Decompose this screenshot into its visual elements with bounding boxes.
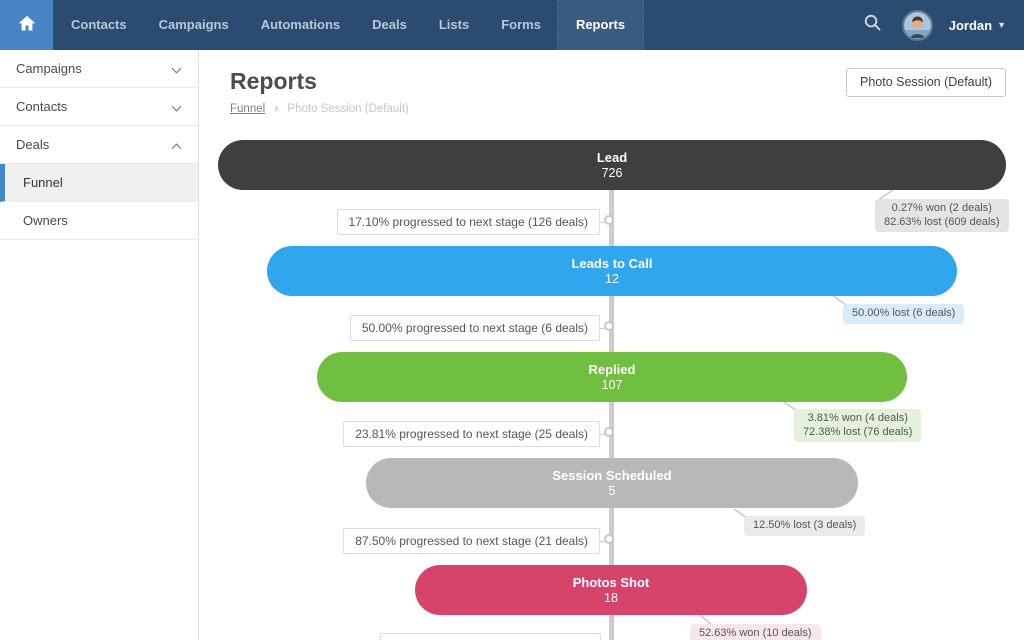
top-navbar: Contacts Campaigns Automations Deals Lis… [0,0,1024,50]
stage-name: Replied [588,362,636,377]
axis-node [604,321,614,331]
won-lost-badge: 52.63% won (10 deals) [690,624,821,640]
badge-line: 50.00% lost (6 deals) [852,307,956,319]
progress-label: 17.10% progressed to next stage (126 dea… [336,209,600,235]
nav-menu: Contacts Campaigns Automations Deals Lis… [55,0,645,50]
nav-item-reports[interactable]: Reports [556,0,645,50]
stage-name: Session Scheduled [552,468,672,483]
page-title: Reports [230,68,317,94]
user-menu[interactable]: Jordan ▼ [949,18,1006,33]
progress-label-partial [380,633,601,640]
won-lost-badge: 50.00% lost (6 deals) [843,304,965,324]
funnel-stage-session-scheduled[interactable]: Session Scheduled 5 [366,458,858,508]
chevron-down-icon [171,101,182,112]
badge-line: 72.38% lost (76 deals) [803,425,913,438]
sidebar-item-contacts[interactable]: Contacts [0,88,198,126]
won-lost-badge: 12.50% lost (3 deals) [744,516,866,536]
reports-sidebar: Campaigns Contacts Deals Funnel Owners [0,50,199,640]
progress-label: 23.81% progressed to next stage (25 deal… [343,421,600,447]
sidebar-item-campaigns[interactable]: Campaigns [0,50,198,88]
stage-count: 726 [601,166,623,180]
axis-node [604,427,614,437]
nav-item-deals[interactable]: Deals [372,17,407,32]
home-button[interactable] [0,0,53,50]
funnel-selector-dropdown[interactable]: Photo Session (Default) [845,68,1006,97]
chevron-down-icon: ▼ [997,20,1006,30]
user-avatar[interactable] [901,9,933,41]
badge-line: 82.63% lost (609 deals) [884,215,1000,228]
search-button[interactable] [860,12,886,38]
nav-item-campaigns[interactable]: Campaigns [158,17,229,32]
search-icon [863,13,882,37]
chevron-down-icon [171,63,182,74]
label-connector [596,541,610,542]
breadcrumb-current: Photo Session (Default) [287,103,409,115]
user-name: Jordan [948,17,993,33]
won-lost-badge: 3.81% won (4 deals) 72.38% lost (76 deal… [794,409,922,442]
label-connector [596,222,610,223]
funnel-stage-photos-shot[interactable]: Photos Shot 18 [415,565,807,615]
breadcrumb-separator: › [274,103,279,115]
stage-count: 18 [604,591,618,605]
sidebar-item-label: Campaigns [16,61,82,76]
label-connector [596,434,610,435]
stage-name: Lead [596,150,628,165]
sidebar-item-label: Deals [16,137,50,152]
badge-line: 12.50% lost (3 deals) [753,519,857,531]
sidebar-item-owners[interactable]: Owners [0,202,198,240]
won-lost-badge: 0.27% won (2 deals) 82.63% lost (609 dea… [875,199,1009,232]
funnel-stage-lead[interactable]: Lead 726 [218,140,1006,190]
breadcrumb: Funnel › Photo Session (Default) [230,103,409,115]
badge-line: 0.27% won (2 deals) [891,202,992,214]
axis-node [604,215,614,225]
progress-label: 50.00% progressed to next stage (6 deals… [349,315,600,341]
sidebar-item-label: Owners [23,213,68,228]
nav-item-forms[interactable]: Forms [501,17,541,32]
funnel-stage-leads-to-call[interactable]: Leads to Call 12 [267,246,957,296]
progress-label: 87.50% progressed to next stage (21 deal… [343,528,600,554]
home-icon [17,13,37,38]
breadcrumb-funnel-link[interactable]: Funnel [230,103,266,115]
stage-count: 12 [605,272,619,286]
sidebar-item-label: Contacts [16,99,68,114]
badge-line: 52.63% won (10 deals) [699,627,812,639]
stage-count: 107 [601,378,623,392]
badge-line: 3.81% won (4 deals) [807,412,908,424]
sidebar-item-deals[interactable]: Deals [0,126,198,164]
axis-node [604,534,614,544]
sidebar-item-label: Funnel [23,175,63,190]
sidebar-item-funnel[interactable]: Funnel [0,164,198,202]
nav-item-automations[interactable]: Automations [260,17,341,32]
nav-item-lists[interactable]: Lists [438,17,470,32]
stage-count: 5 [608,484,616,498]
funnel-stage-replied[interactable]: Replied 107 [317,352,907,402]
label-connector [596,328,610,329]
nav-item-contacts[interactable]: Contacts [71,17,127,32]
stage-name: Leads to Call [571,256,653,271]
stage-name: Photos Shot [572,575,650,590]
navbar-right: Jordan ▼ [860,0,1024,50]
chevron-up-icon [171,143,182,154]
